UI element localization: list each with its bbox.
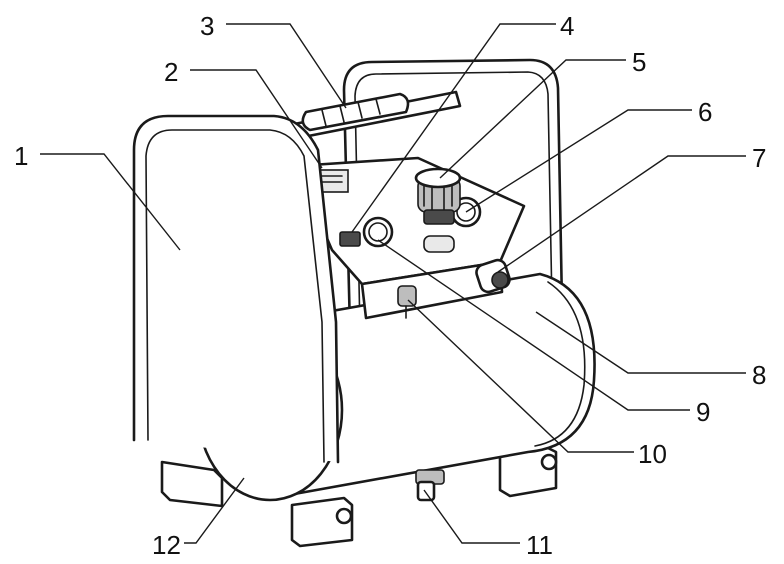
callout-7: 7: [752, 143, 767, 173]
leader-line-3: [226, 23, 347, 109]
quick-coupler: [475, 258, 511, 294]
leader-line-5: [439, 59, 626, 179]
leader-line-7: [497, 155, 746, 273]
leader-line-2: [190, 69, 323, 169]
callout-12: 12: [152, 530, 181, 560]
leader-line-11: [423, 489, 520, 544]
tank-gauge: [362, 216, 394, 248]
callout-5: 5: [632, 47, 647, 77]
front-left-foot: [160, 460, 224, 508]
leader-line-1: [40, 153, 181, 251]
rear-frame-inner: [354, 71, 553, 331]
leader-line-8: [535, 311, 746, 374]
callout-8: 8: [752, 360, 767, 390]
callout-3: 3: [200, 11, 215, 41]
safety-valve: [397, 285, 417, 319]
front-frame: [132, 114, 340, 464]
callout-6: 6: [698, 97, 713, 127]
leader-line-6: [465, 109, 692, 213]
front-frame-inner: [145, 129, 325, 463]
callout-11: 11: [526, 530, 553, 560]
callout-4: 4: [560, 11, 575, 41]
leader-line-12: [184, 477, 245, 544]
leader-line-10: [407, 299, 634, 453]
callout-2: 2: [164, 57, 179, 87]
leader-line-9: [377, 239, 690, 411]
front-right-foot: [290, 496, 354, 548]
drain-valve: [415, 469, 445, 502]
callout-1: 1: [14, 141, 29, 171]
callout-10: 10: [638, 439, 667, 469]
callout-9: 9: [696, 397, 711, 427]
pressure-regulator: [414, 167, 462, 225]
leader-line-4: [351, 23, 556, 233]
power-switch: [339, 231, 361, 247]
